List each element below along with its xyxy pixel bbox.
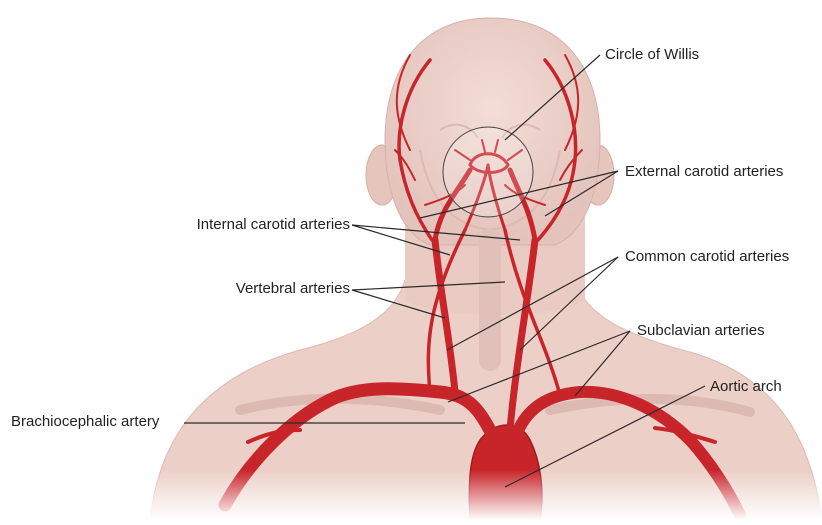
label-brachiocephalic-artery: Brachiocephalic artery — [11, 413, 159, 431]
bottom-fade — [0, 470, 822, 520]
label-common-carotid-arteries: Common carotid arteries — [625, 248, 789, 266]
circle-of-willis-highlight — [443, 127, 533, 217]
label-external-carotid-arteries: External carotid arteries — [625, 163, 783, 181]
label-subclavian-arteries: Subclavian arteries — [637, 322, 765, 340]
label-vertebral-arteries: Vertebral arteries — [236, 280, 350, 298]
label-internal-carotid-arteries: Internal carotid arteries — [197, 216, 350, 234]
label-circle-of-willis: Circle of Willis — [605, 46, 699, 64]
label-aortic-arch: Aortic arch — [710, 378, 782, 396]
